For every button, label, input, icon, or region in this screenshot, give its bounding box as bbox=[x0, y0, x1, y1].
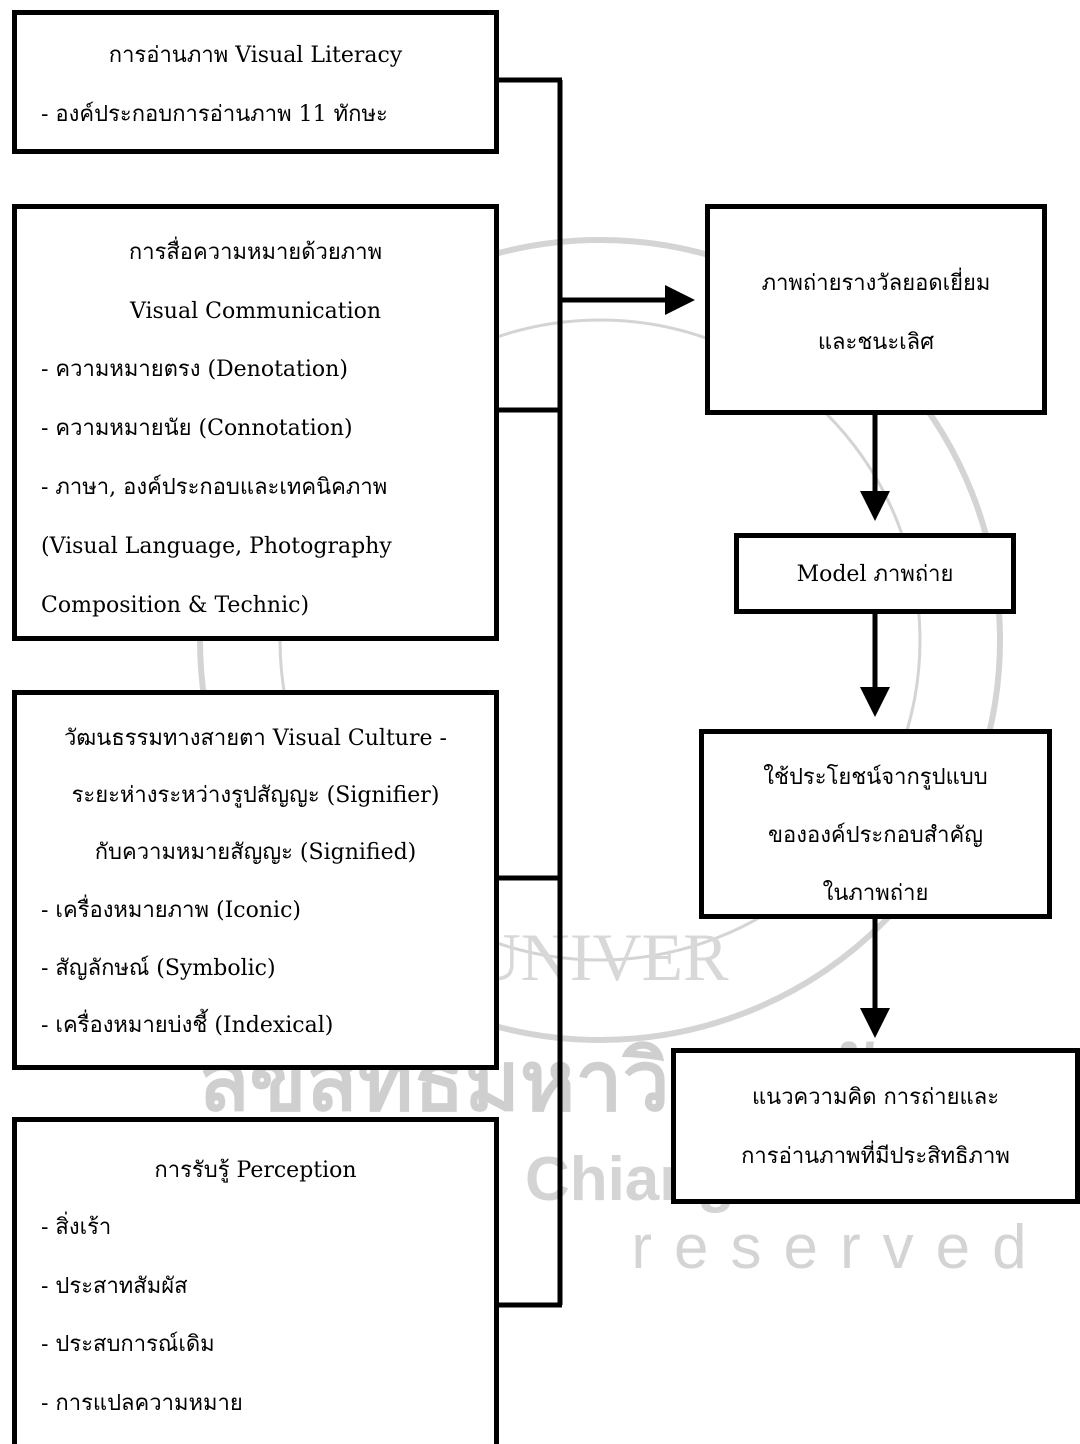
box-line: - การแปลความหมาย bbox=[41, 1391, 243, 1416]
box-line: การอ่านภาพที่มีประสิทธิภาพ bbox=[741, 1144, 1010, 1169]
box-line: การสื่อความหมายด้วยภาพ bbox=[128, 240, 383, 265]
box-line: - องค์ประกอบการอ่านภาพ 11 ทักษะ bbox=[41, 102, 388, 127]
box-line: Visual Communication bbox=[129, 299, 382, 324]
box-line: ใช้ประโยชน์จากรูปแบบ bbox=[763, 765, 988, 790]
box-concept: แนวความคิด การถ่ายและ การอ่านภาพที่มีประ… bbox=[671, 1048, 1080, 1204]
box-line: - เครื่องหมายภาพ (Iconic) bbox=[41, 898, 301, 923]
box-line: (Visual Language, Photography bbox=[41, 534, 392, 559]
box-line: - ความหมายตรง (Denotation) bbox=[41, 357, 348, 382]
box-visual-culture: วัฒนธรรมทางสายตา Visual Culture - ระยะห่… bbox=[12, 690, 499, 1070]
box-line: Model ภาพถ่าย bbox=[796, 562, 954, 587]
box-line: - สิ่งเร้า bbox=[41, 1215, 112, 1240]
box-line: ภาพถ่ายรางวัลยอดเยี่ยม bbox=[761, 271, 991, 296]
box-line: Composition & Technic) bbox=[41, 593, 310, 618]
box-line: และชนะเลิศ bbox=[817, 330, 935, 355]
box-line: ในภาพถ่าย bbox=[822, 881, 929, 906]
box-perception: การรับรู้ Perception - สิ่งเร้า - ประสาท… bbox=[12, 1117, 499, 1444]
box-winning-photos: ภาพถ่ายรางวัลยอดเยี่ยม และชนะเลิศ bbox=[705, 204, 1047, 415]
box-benefit-of-elements: ใช้ประโยชน์จากรูปแบบ ขององค์ประกอบสำคัญ … bbox=[699, 729, 1052, 919]
box-line: - ประสบการณ์เดิม bbox=[41, 1332, 215, 1357]
box-photo-model: Model ภาพถ่าย bbox=[734, 533, 1016, 614]
box-line: - ภาษา, องค์ประกอบและเทคนิคภาพ bbox=[41, 475, 388, 500]
box-line: - ความหมายนัย (Connotation) bbox=[41, 416, 353, 441]
box-line: การอ่านภาพ Visual Literacy bbox=[108, 43, 403, 68]
box-visual-literacy: การอ่านภาพ Visual Literacy - องค์ประกอบก… bbox=[12, 10, 499, 154]
box-line: ขององค์ประกอบสำคัญ bbox=[767, 823, 983, 848]
box-line: ระยะห่างระหว่างรูปสัญญะ (Signifier) bbox=[71, 783, 440, 808]
box-line: - เครื่องหมายบ่งชี้ (Indexical) bbox=[41, 1013, 334, 1038]
box-visual-communication: การสื่อความหมายด้วยภาพ Visual Communicat… bbox=[12, 204, 499, 641]
box-line: การรับรู้ Perception bbox=[154, 1158, 357, 1183]
box-line: - สัญลักษณ์ (Symbolic) bbox=[41, 956, 276, 981]
box-line: วัฒนธรรมทางสายตา Visual Culture - bbox=[64, 726, 447, 751]
box-line: กับความหมายสัญญะ (Signified) bbox=[94, 840, 417, 865]
box-line: แนวความคิด การถ่ายและ bbox=[751, 1085, 1000, 1110]
box-line: - ประสาทสัมผัส bbox=[41, 1274, 188, 1299]
